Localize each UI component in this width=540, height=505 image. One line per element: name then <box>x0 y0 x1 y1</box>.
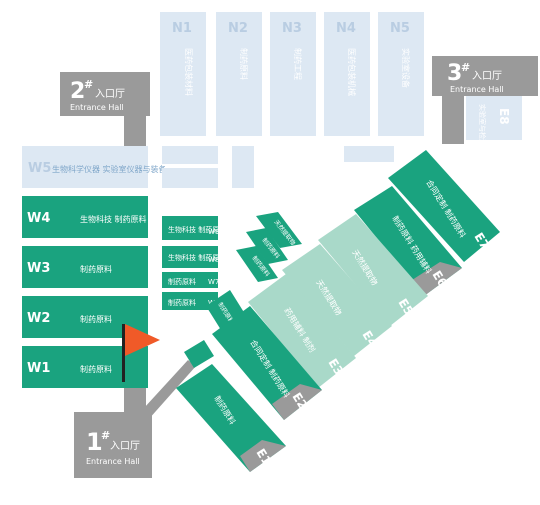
hall-w4[interactable]: W4 生物科技 制药原料 <box>22 196 148 238</box>
hall-w3[interactable]: W3 制药原料 <box>22 246 148 288</box>
entrance-2-en: Entrance Hall <box>70 103 124 112</box>
entrance-3-mark: # <box>461 61 470 74</box>
hall-w8[interactable]: 生物科技 制药原料 W8 <box>162 246 226 268</box>
hall-w7-label: 制药原料 <box>168 277 196 286</box>
hall-w3-id: W3 <box>27 261 50 276</box>
hall-w7-id: W7 <box>208 278 219 286</box>
north-halls: N1 医药包装材料 N2 制药原料 N3 制药工程 N4 医药包装机械 N5 实… <box>160 12 522 146</box>
flag-icon <box>122 324 160 382</box>
mid-light-blocks <box>162 146 394 188</box>
entrance-3-en: Entrance Hall <box>450 85 504 94</box>
entrance-1-en: Entrance Hall <box>86 457 140 466</box>
east-halls: 合同定制 制药原料 E7 制药原料 药用辅料 E6 天然提取物 E5 天然提取物… <box>176 150 500 472</box>
hall-w9-id: W9 <box>208 228 219 236</box>
hall-n1-id: N1 <box>172 21 192 36</box>
entrance-3-cn: 入口厅 <box>472 71 502 82</box>
hall-e3[interactable]: 药用辅料 制剂 E3 <box>248 274 356 388</box>
hall-e1[interactable]: 制药原料 E1 <box>176 364 286 472</box>
hall-w3-label: 制药原料 <box>80 264 112 274</box>
corridor-entrance-3 <box>442 96 464 144</box>
hall-n3-label: 制药工程 <box>293 48 303 80</box>
hall-w5-id: W5 <box>28 161 51 176</box>
hall-e5[interactable]: 天然提取物 E5 <box>318 214 428 326</box>
hall-e4[interactable]: 天然提取物 E4 <box>282 244 392 356</box>
hall-w9-label: 生物科技 制药原料 <box>168 225 226 234</box>
mid-halls: 生物科技 制药原料 W9 生物科技 制药原料 W8 制药原料 W7 制药原料 W… <box>162 216 226 310</box>
hall-n5-id: N5 <box>390 21 410 36</box>
entrance-hall-2[interactable]: 2 # 入口厅 Entrance Hall <box>60 72 150 116</box>
entrance-2-mark: # <box>84 78 93 91</box>
hall-w5-label: 生物科学仪器 实验室仪器与装备 <box>52 164 167 174</box>
hall-n1-label: 医药包装材料 <box>184 48 194 96</box>
hall-n1[interactable]: N1 医药包装材料 <box>160 12 206 136</box>
hall-w4-id: W4 <box>27 211 50 226</box>
hall-w8-id: W8 <box>208 256 219 264</box>
hall-w8-label: 生物科技 制药原料 <box>168 253 226 262</box>
entrance-1-num: 1 <box>86 428 103 456</box>
hall-n4-label: 医药包装机械 <box>347 48 357 96</box>
hall-w5[interactable]: W5 生物科学仪器 实验室仪器与装备 <box>22 146 167 188</box>
hall-n3[interactable]: N3 制药工程 <box>270 12 316 136</box>
hall-n2[interactable]: N2 制药原料 <box>216 12 262 136</box>
hall-n5[interactable]: N5 实验室设备 <box>378 12 424 136</box>
hall-e8-id: E8 <box>497 108 511 125</box>
west-halls: W4 生物科技 制药原料 W3 制药原料 W2 制药原料 W1 制药原料 <box>22 196 148 388</box>
entrance-1-mark: # <box>101 429 110 442</box>
corridor-entrance-1-diag <box>133 360 196 420</box>
hall-n5-label: 实验室设备 <box>401 48 411 88</box>
hall-n4[interactable]: N4 医药包装机械 <box>324 12 370 136</box>
hall-w1-id: W1 <box>27 361 50 376</box>
entrance-3-num: 3 <box>447 61 462 86</box>
hall-small-bottom[interactable] <box>184 340 214 368</box>
mid-light-block-4[interactable] <box>344 146 394 162</box>
hall-w6-label: 制药原料 <box>168 298 196 307</box>
hall-w7[interactable]: 制药原料 W7 <box>162 272 219 288</box>
entrance-hall-1[interactable]: 1 # 入口厅 Entrance Hall <box>74 412 152 478</box>
hall-n2-label: 制药原料 <box>239 48 249 80</box>
hall-w1-label: 制药原料 <box>80 364 112 374</box>
hall-n3-id: N3 <box>282 21 302 36</box>
hall-w2-id: W2 <box>27 311 50 326</box>
entrance-2-num: 2 <box>70 79 85 104</box>
hall-e8-label: 实验室与检测 <box>478 104 487 146</box>
entrance-1-cn: 入口厅 <box>110 441 140 452</box>
mid-light-block-2[interactable] <box>162 168 218 188</box>
entrance-hall-3[interactable]: 3 # 入口厅 Entrance Hall <box>432 56 538 96</box>
entrance-2-cn: 入口厅 <box>95 89 125 100</box>
hall-n4-id: N4 <box>336 21 356 36</box>
hall-w4-label: 生物科技 制药原料 <box>80 214 147 224</box>
hall-e8[interactable]: E8 实验室与检测 <box>466 96 522 146</box>
hall-n2-id: N2 <box>228 21 248 36</box>
mid-light-block-1[interactable] <box>162 146 218 164</box>
hall-w2-label: 制药原料 <box>80 314 112 324</box>
mid-light-block-3[interactable] <box>232 146 254 188</box>
hall-w9[interactable]: 生物科技 制药原料 W9 <box>162 216 226 240</box>
